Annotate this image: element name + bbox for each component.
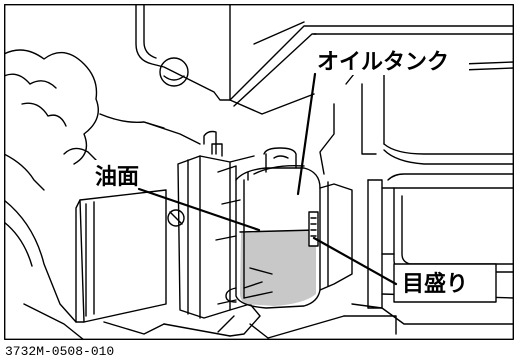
pump-block xyxy=(177,130,269,339)
frame-beams xyxy=(229,21,514,115)
left-housing xyxy=(75,189,185,335)
bolt-circle-top xyxy=(159,57,189,87)
reference-code: 3732M-0508-010 xyxy=(5,344,115,359)
oil-tank xyxy=(225,147,321,309)
bolt-circle-left xyxy=(167,209,185,227)
oil-tank-leader-line xyxy=(296,72,317,196)
oil-tank-label-text: オイルタンク xyxy=(317,50,449,75)
diagram-border xyxy=(4,4,514,340)
bottom-frame xyxy=(4,199,345,340)
scale-marks-label-text: 目盛り xyxy=(402,271,468,297)
scale-marks-leader-line xyxy=(312,236,398,286)
oil-tank-diagram: オイルタンク 油面 目盛り xyxy=(4,4,514,340)
label-oil-tank: オイルタンク xyxy=(296,45,469,196)
label-oil-level: 油面 xyxy=(91,160,261,232)
label-scale-marks: 目盛り xyxy=(312,236,497,303)
sight-gauge xyxy=(308,211,319,247)
oil-level-label-text: 油面 xyxy=(95,165,139,190)
oil-level-leader-line xyxy=(137,187,261,232)
oil-fill xyxy=(240,230,316,306)
top-bracket xyxy=(135,4,231,101)
illustration-frame: オイルタンク 油面 目盛り xyxy=(4,4,514,340)
left-machine-body xyxy=(4,49,201,191)
